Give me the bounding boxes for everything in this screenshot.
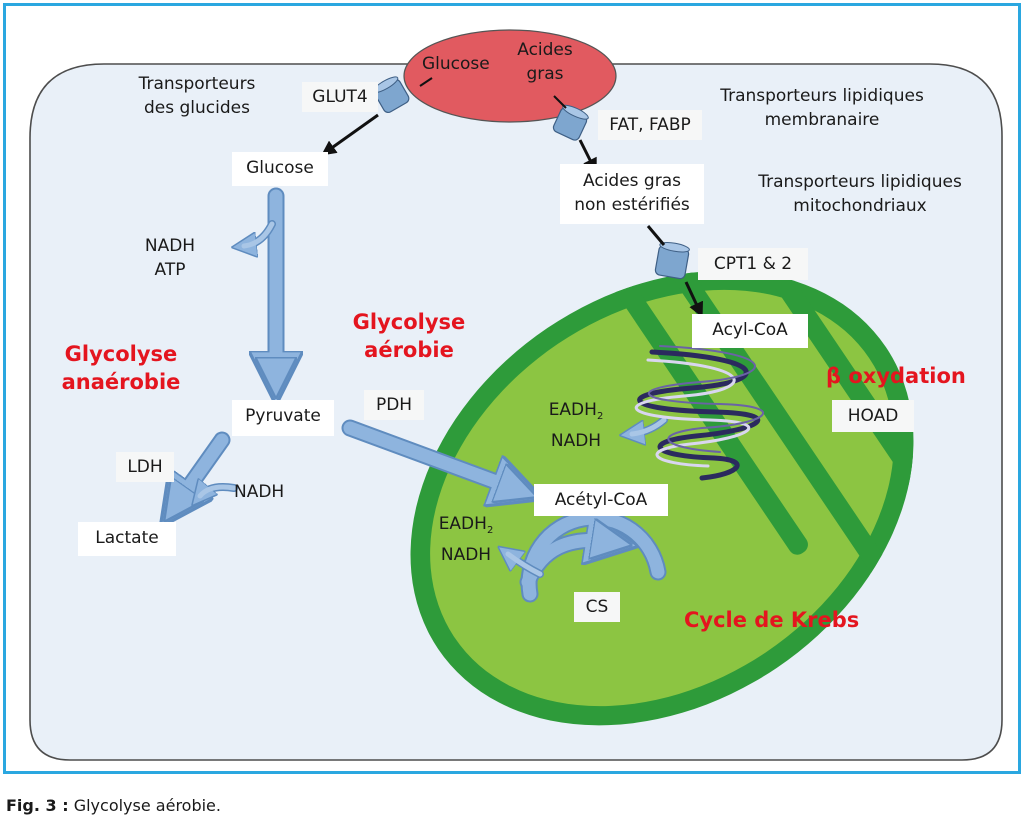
eadh2-nadh-beta-label: EADH2 NADH — [548, 400, 604, 451]
acetyl-coa-box: Acétyl-CoA — [534, 484, 668, 516]
cycle-de-krebs-title: Cycle de Krebs — [684, 608, 860, 632]
hoad-label: HOAD — [832, 400, 914, 432]
nadh-atp-label: NADH ATP — [144, 236, 196, 280]
vessel-acides-gras-label: Acides gras — [517, 40, 573, 84]
figure-caption: Fig. 3 : Glycolyse aérobie. — [6, 796, 221, 815]
glut4-label: GLUT4 — [302, 82, 378, 112]
pdh-label: PDH — [364, 390, 424, 420]
beta-oxidation-helix-icon — [634, 345, 764, 481]
glycolyse-aerobie-title: Glycolyse aérobie — [352, 310, 466, 362]
vessel-glucose-label: Glucose — [422, 54, 490, 74]
pyruvate-box: Pyruvate — [232, 400, 334, 436]
beta-oxydation-title: β oxydation — [826, 364, 966, 388]
fat-fabp-label: FAT, FABP — [598, 110, 702, 140]
cs-label: CS — [574, 592, 620, 622]
lactate-box: Lactate — [78, 522, 176, 556]
acyl-coa-box: Acyl-CoA — [692, 314, 808, 348]
glycolyse-anaerobie-title: Glycolyse anaérobie — [61, 342, 181, 394]
ldh-label: LDH — [116, 452, 174, 482]
transporteurs-lipidiques-mito-label: Transporteurs lipidiques mitochondriaux — [758, 172, 962, 216]
cpt-transporter-icon — [654, 242, 690, 280]
transporteurs-lipidiques-membranaire-label: Transporteurs lipidiques membranaire — [720, 86, 924, 130]
fat-fabp-transporter-icon — [552, 104, 589, 141]
cpt-label: CPT1 & 2 — [698, 248, 808, 280]
glucose-box: Glucose — [232, 152, 328, 186]
eadh2-nadh-krebs-label: EADH2 NADH — [438, 514, 494, 565]
transport-arrows — [321, 77, 703, 318]
pathway-arrows — [176, 187, 668, 603]
acides-gras-non-esterifies-box: Acides gras non estérifiés — [560, 164, 704, 224]
blood-vessel — [403, 29, 617, 123]
nadh-label: NADH — [234, 482, 285, 502]
transporteurs-glucides-label: Transporteurs des glucides — [138, 74, 256, 118]
